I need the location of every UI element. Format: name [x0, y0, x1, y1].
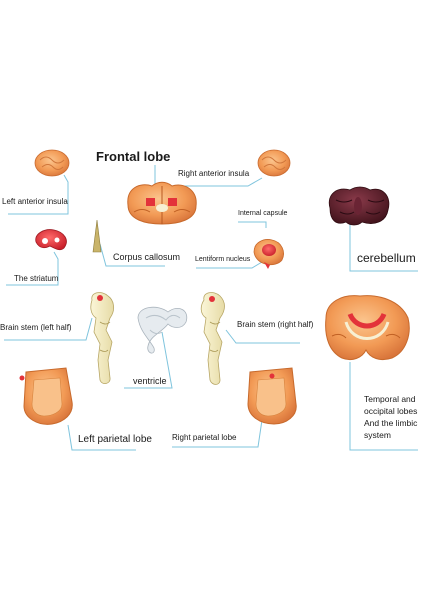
right-parietal-lobe-model: [247, 367, 297, 425]
corpus-callosum-model: [92, 219, 102, 253]
striatum-model: [35, 229, 67, 251]
brain-stem-right-model: [200, 292, 225, 385]
label-frontal-lobe: Frontal lobe: [96, 149, 170, 164]
label-striatum: The striatum: [14, 274, 59, 283]
temporal-occipital-model: [325, 295, 410, 361]
leader-lentiform-nucleus: [196, 261, 263, 269]
label-left-anterior-insula: Left anterior insula: [2, 197, 68, 206]
leader-left-parietal: [67, 424, 136, 451]
label-internal-capsule: Internal capsule: [238, 210, 288, 217]
leader-right-anterior-insula: [176, 177, 263, 187]
label-temporal-occipital-line-2: occipital lobes: [364, 406, 417, 416]
lentiform-nucleus-model: [253, 239, 284, 269]
label-right-anterior-insula: Right anterior insula: [178, 169, 250, 178]
label-brain-stem-left: Brain stem (left half): [0, 323, 72, 332]
leader-lines: [4, 165, 418, 451]
brain-stem-left-model: [90, 292, 114, 384]
label-lentiform-nucleus: Lentiform nucleus: [195, 256, 251, 263]
leader-brain-stem-left: [4, 317, 93, 341]
cerebellum-model: [328, 186, 390, 226]
label-temporal-occipital-line-1: Temporal and: [364, 394, 416, 404]
frontal-lobe-model: [127, 181, 197, 225]
left-parietal-lobe-model: [19, 367, 73, 425]
leader-temporal-occipital: [349, 362, 418, 451]
label-corpus-callosum: Corpus callosum: [113, 252, 180, 262]
leader-left-anterior-insula: [8, 174, 69, 215]
leader-brain-stem-right: [225, 329, 300, 344]
label-cerebellum: cerebellum: [357, 251, 416, 265]
label-brain-stem-right: Brain stem (right half): [237, 320, 314, 329]
leader-internal-capsule: [238, 221, 267, 228]
leader-ventricle: [124, 331, 173, 389]
leader-striatum: [6, 251, 59, 286]
label-left-parietal-lobe: Left parietal lobe: [78, 434, 152, 445]
label-ventricle: ventricle: [133, 376, 167, 386]
ventricle-model: [137, 306, 188, 354]
leader-right-parietal: [172, 419, 263, 448]
right-anterior-insula-model: [257, 149, 291, 177]
leader-corpus-callosum: [99, 243, 165, 267]
label-right-parietal-lobe: Right parietal lobe: [172, 433, 237, 442]
label-temporal-occipital-line-3: And the limbic: [364, 418, 418, 428]
leader-cerebellum: [349, 220, 418, 272]
label-temporal-occipital-line-4: system: [364, 430, 391, 440]
left-anterior-insula-model: [34, 149, 70, 177]
